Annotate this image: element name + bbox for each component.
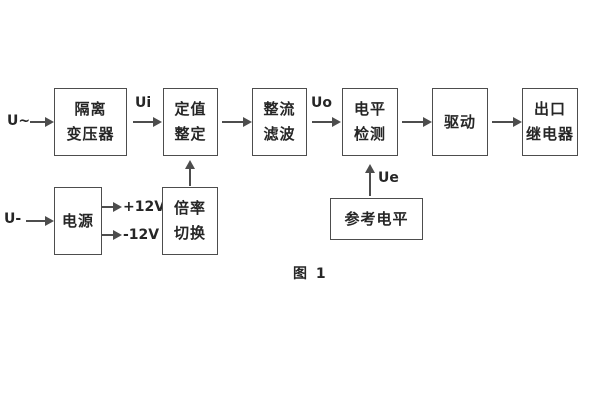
block-isolation-transformer: 隔离 变压器 [54, 88, 127, 156]
dc-input-label: U- [4, 211, 22, 227]
block-driver: 驱动 [432, 88, 488, 156]
block-reference-level: 参考电平 [330, 198, 423, 240]
signal-ue-label: Ue [378, 170, 399, 186]
block-ratio-switching: 倍率 切换 [162, 187, 218, 255]
block-label-line1: 隔离 [74, 100, 107, 118]
arrow-level-to-driver [402, 117, 432, 127]
rail-positive-label: +12V [123, 199, 166, 215]
arrow-minus-12v [102, 230, 122, 240]
arrow-rectifier-to-level [312, 117, 341, 127]
block-label-line1: 电平 [353, 100, 386, 118]
block-label-line1: 整流 [263, 100, 296, 118]
block-label: 电源 [61, 211, 94, 230]
ac-input-label: U~ [7, 113, 31, 129]
signal-uo-label: Uo [311, 95, 332, 111]
ac-input-arrow [30, 117, 54, 127]
block-power-supply: 电源 [54, 187, 102, 255]
block-label-line2: 整定 [174, 125, 207, 143]
block-rectifier-filter: 整流 滤波 [252, 88, 307, 156]
dc-input-arrow [26, 216, 54, 226]
block-label: 驱动 [443, 112, 476, 131]
arrow-ratio-to-setting [185, 160, 195, 186]
block-label-line2: 切换 [173, 224, 206, 242]
block-label-line2: 继电器 [525, 125, 574, 143]
block-label-line1: 倍率 [173, 199, 206, 217]
arrow-reference-to-level [365, 164, 375, 196]
block-label: 参考电平 [344, 209, 409, 228]
arrow-isolation-to-setting [133, 117, 162, 127]
rail-negative-label: -12V [123, 227, 160, 243]
block-label-line2: 检测 [353, 125, 386, 143]
figure-caption: 图 1 [293, 266, 328, 282]
block-label-line2: 滤波 [263, 125, 296, 143]
arrow-plus-12v [102, 202, 122, 212]
block-output-relay: 出口 继电器 [522, 88, 578, 156]
arrow-setting-to-rectifier [222, 117, 252, 127]
block-level-detection: 电平 检测 [342, 88, 398, 156]
block-setting-adjustment: 定值 整定 [163, 88, 218, 156]
signal-ui-label: Ui [135, 95, 152, 111]
arrow-driver-to-relay [492, 117, 522, 127]
block-label-line2: 变压器 [66, 125, 115, 143]
block-label-line1: 定值 [174, 100, 207, 118]
block-label-line1: 出口 [533, 100, 566, 118]
